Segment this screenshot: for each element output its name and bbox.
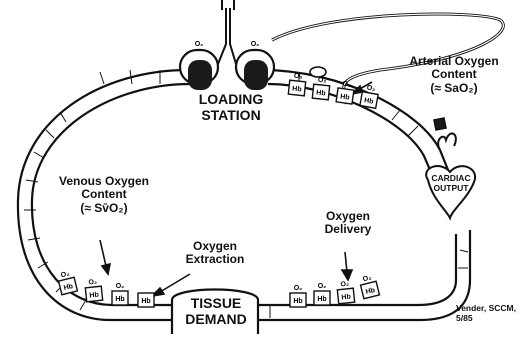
venous-content-line-2: Content (44, 188, 164, 201)
cardiac-output-line-2: OUTPUT (420, 184, 482, 194)
venous-oxygen-content-label: Venous Oxygen Content (≈ Sv̄O₂) (44, 175, 164, 215)
hb-text: Hb (89, 292, 99, 300)
loading-station-label: LOADING STATION (186, 92, 276, 123)
loading-station-line-1: LOADING (186, 92, 276, 108)
venous-content-line-1: Venous Oxygen (44, 175, 164, 188)
hemoglobin-cell: Hb O₂ (312, 76, 330, 100)
hb-text: Hb (316, 90, 326, 98)
hb-text: Hb (340, 93, 350, 101)
hb-text: Hb (341, 294, 351, 302)
hemoglobin-cell: Hb O₂ (314, 283, 330, 305)
arterial-oxygen-content-label: Arterial Oxygen Content (≈ SaO₂) (386, 55, 522, 95)
lung-o2-text: O₂ (195, 41, 204, 48)
oxygen-extraction-label: Oxygen Extraction (172, 240, 258, 267)
hemoglobin-cell: Hb O₂ (290, 285, 306, 307)
o2-text: O₂ (88, 279, 97, 287)
loading-station-line-2: STATION (186, 108, 276, 124)
lung-o2-text: O₂ (251, 41, 260, 48)
oxygen-delivery-label: Oxygen Delivery (310, 210, 386, 237)
hb-text: Hb (317, 296, 326, 303)
o2-text: O₂ (116, 283, 125, 290)
o2-text: O₂ (366, 84, 376, 92)
hb-text: Hb (141, 298, 150, 305)
hemoglobin-cell: Hb O₂ (84, 278, 102, 302)
venous-approx: (≈ Sv̄O₂) (44, 202, 164, 215)
oxygen-extraction-line-2: Extraction (172, 253, 258, 266)
hb-text: Hb (293, 298, 302, 305)
cardiac-output-label: CARDIAC OUTPUT (420, 174, 482, 193)
o2-text: O₂ (294, 285, 303, 292)
hemoglobin-cell: Hb O₂ (336, 280, 354, 304)
hb-text: Hb (292, 86, 302, 94)
hemoglobin-cell: Hb O₂ (112, 283, 128, 305)
tissue-demand-line-1: TISSUE (174, 296, 258, 312)
oxygen-delivery-line-2: Delivery (310, 223, 386, 236)
o2-text: O₂ (318, 283, 327, 290)
arterial-approx: (≈ SaO₂) (386, 82, 522, 95)
tissue-demand-line-2: DEMAND (174, 312, 258, 328)
oxygen-extraction-line-1: Oxygen (172, 240, 258, 253)
heart-icon (426, 118, 475, 218)
hemoglobin-cell: Hb O₂ (288, 72, 306, 96)
o2-text: O₂ (342, 81, 351, 89)
credit-text: Vender, SCCM, 5/85 (456, 304, 526, 323)
arterial-content-line-1: Arterial Oxygen (386, 55, 522, 68)
hemoglobin-cell: Hb (138, 293, 154, 307)
oxygen-delivery-line-1: Oxygen (310, 210, 386, 223)
credit-line-2: 5/85 (456, 314, 526, 324)
hb-text: Hb (115, 296, 124, 303)
o2-text: O₂ (318, 77, 327, 85)
o2-text: O₂ (340, 281, 349, 289)
tissue-demand-label: TISSUE DEMAND (174, 296, 258, 327)
hemoglobin-cell: Hb O₂ (336, 80, 355, 104)
o2-text: O₂ (294, 73, 303, 81)
arterial-content-line-2: Content (386, 68, 522, 81)
